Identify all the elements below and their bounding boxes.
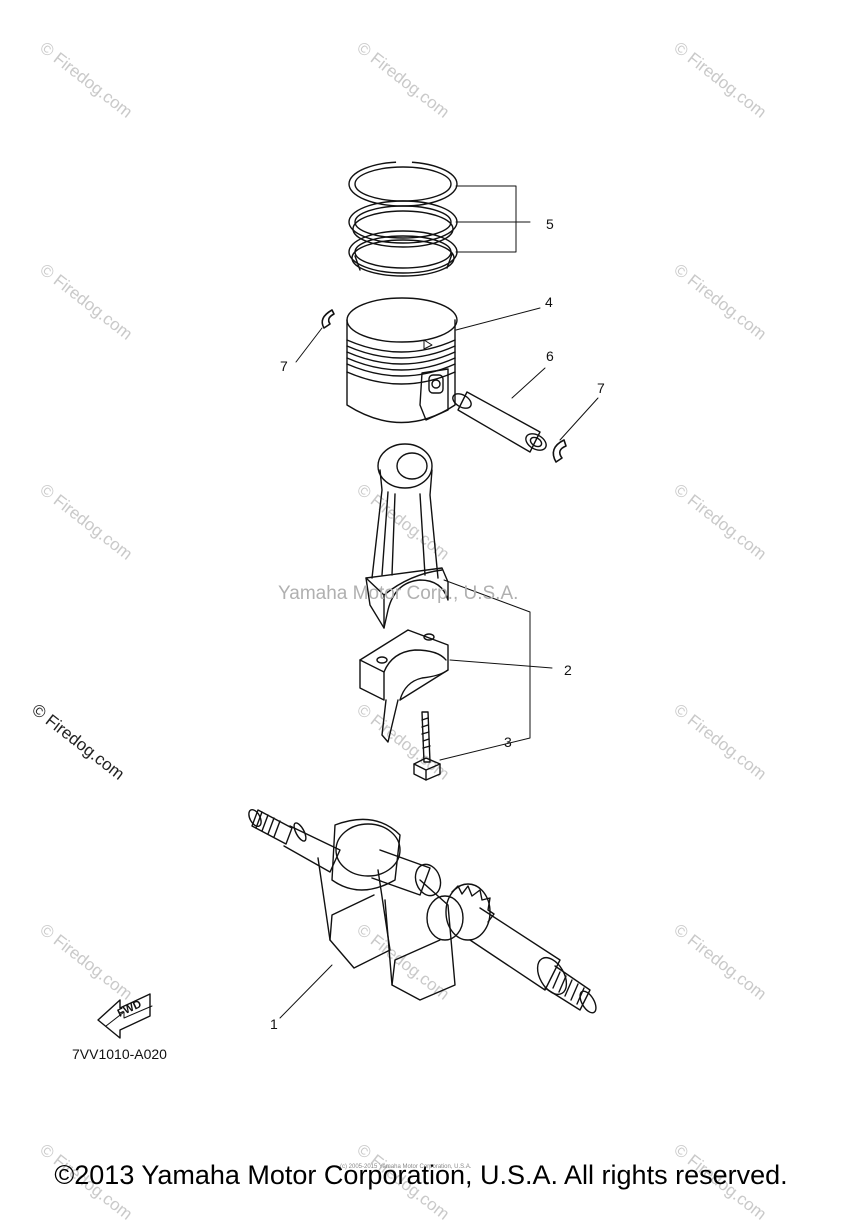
callout-5: 5	[546, 216, 554, 232]
leader-lines	[279, 185, 599, 1019]
center-watermark: Yamaha Motor Corp., U.S.A.	[278, 583, 519, 604]
piston-ring-set	[348, 160, 458, 277]
parts-diagram	[97, 160, 599, 1039]
piston	[346, 297, 458, 424]
callout-4: 4	[545, 294, 553, 310]
callout-7-left: 7	[280, 358, 288, 374]
callout-3: 3	[504, 734, 512, 750]
fwd-arrow-icon	[97, 993, 153, 1039]
circlip-right	[552, 439, 567, 463]
crankshaft	[248, 809, 597, 1014]
piston-ring-oil	[348, 230, 458, 277]
circlip-left	[321, 309, 335, 329]
timing-gear	[445, 883, 495, 941]
callout-6: 6	[546, 348, 554, 364]
callout-1: 1	[270, 1016, 278, 1032]
callout-2: 2	[564, 662, 572, 678]
connecting-rod	[365, 443, 449, 629]
piston-ring-top	[348, 160, 458, 207]
copyright-footer: ©2013 Yamaha Motor Corporation, U.S.A. A…	[54, 1160, 788, 1190]
tiny-copyright-note: (c) 2005-2015 Yamaha Motor Corporation, …	[340, 1164, 472, 1170]
connecting-rod-bolt	[413, 711, 441, 781]
connecting-rod-cap	[359, 629, 449, 743]
callout-7-right: 7	[597, 380, 605, 396]
reference-code: 7VV1010-A020	[72, 1046, 167, 1062]
piston-pin	[452, 391, 547, 453]
